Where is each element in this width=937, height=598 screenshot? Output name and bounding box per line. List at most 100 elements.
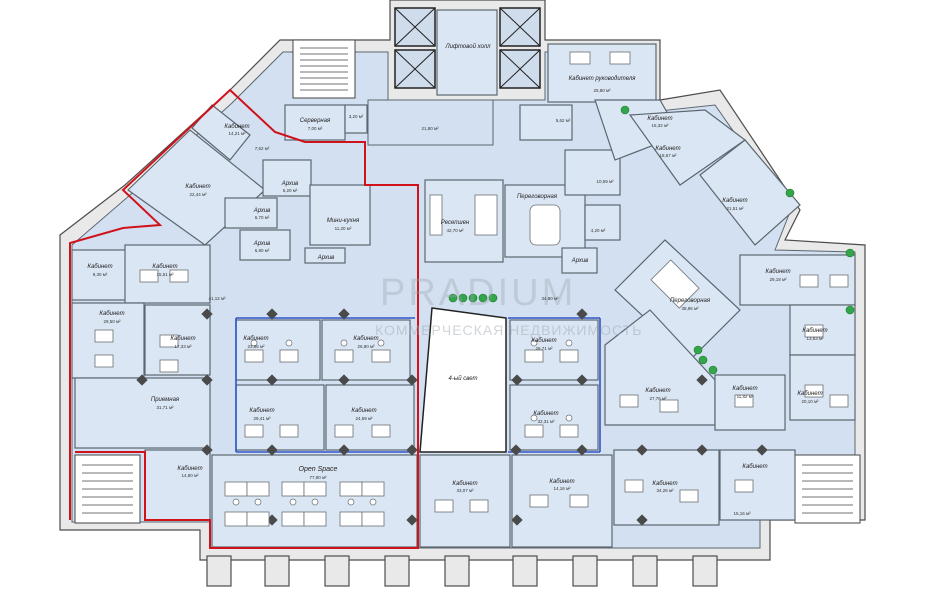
area-reception-room: 31,71 м² [156, 405, 174, 410]
stairs-north [292, 39, 356, 99]
room-ne-office3 [699, 139, 801, 246]
area-s-office1: 14,90 м² [181, 473, 199, 478]
area-archive1: 5,20 м² [283, 188, 298, 193]
area-nw-office-small2: 7,52 м² [255, 146, 270, 151]
label-meeting2: Переговорная [670, 298, 711, 304]
label-open-space: Open Space [299, 466, 338, 473]
area-e-office1: 29,18 м² [769, 277, 787, 282]
area-corr-mid: 34,80 м² [541, 296, 559, 301]
label-archive2: Архив [253, 208, 271, 214]
area-c-office1: 23,66 м² [247, 344, 265, 349]
room-archive5 [561, 247, 598, 274]
area-w-office3: 29,50 м² [103, 319, 121, 324]
watermark-brand: PRADIUM [380, 272, 576, 314]
room-east-area2 [584, 204, 621, 241]
label-w-office4: Кабинет [170, 336, 195, 342]
room-wc-top [519, 104, 573, 141]
area-ne-office2: 18,67 м² [659, 153, 677, 158]
area-s-office4: 34,26 м² [656, 488, 674, 493]
label-e-office1: Кабинет [765, 269, 790, 275]
area-c-office6: 32,31 м² [537, 419, 555, 424]
label-s-office3: Кабинет [549, 479, 574, 485]
tenant-boundary-line [69, 88, 419, 549]
label-archive4: Архив [317, 255, 335, 261]
room-archive3 [239, 229, 291, 261]
area-e-office3: 20,10 м² [801, 399, 819, 404]
room-s-office3 [511, 454, 613, 548]
area-corridor-top: 21,80 м² [421, 126, 439, 131]
room-labels: Лифтовой холл Серверная 7,00 м² 3,20 м² … [87, 43, 827, 516]
room-east-area1 [564, 149, 621, 196]
lift-shafts [394, 7, 541, 89]
area-e-office5: 11,82 м² [737, 394, 754, 399]
watermark-tagline: КОММЕРЧЕСКАЯ НЕДВИЖИМОСТЬ [375, 322, 642, 338]
room-archive2 [224, 197, 278, 229]
area-wc-top: 5,62 м² [556, 118, 571, 123]
label-c-office5: Кабинет [531, 338, 556, 344]
label-e-office2: Кабинет [802, 328, 827, 334]
label-archive3: Архив [253, 241, 271, 247]
area-mini-kitchen: 11,20 м² [335, 226, 352, 231]
area-c-office3: 29,41 м² [253, 416, 271, 421]
area-s-office2: 33,07 м² [456, 488, 474, 493]
label-w-office3: Кабинет [99, 311, 124, 317]
label-head-office: Кабинет руководителя [569, 76, 637, 82]
room-w-office2 [124, 244, 211, 304]
label-archive1: Архив [281, 181, 299, 187]
area-ne-office3: 21,51 м² [726, 206, 744, 211]
room-e-office1 [739, 254, 856, 306]
area-c-office5: 26,71 м² [535, 346, 553, 351]
label-nw-office-big: Кабинет [185, 184, 210, 190]
area-w-office2: 15,51 м² [156, 272, 174, 277]
room-reception-room [74, 377, 211, 449]
area-archive2: 6,70 м² [255, 215, 270, 220]
label-c-office2: Кабинет [353, 336, 378, 342]
label-meeting1: Переговорная [517, 194, 558, 200]
label-c-office3: Кабинет [249, 408, 274, 414]
label-c-office4: Кабинет [351, 408, 376, 414]
area-nw-office-small: 14,21 м² [228, 131, 246, 136]
area-w-office4: 17,33 м² [174, 344, 192, 349]
furniture [94, 51, 849, 527]
room-s-office5 [719, 449, 796, 521]
label-ne-office3: Кабинет [722, 198, 747, 204]
area-east-area1: 10,59 м² [596, 179, 614, 184]
room-c-office4 [325, 384, 415, 451]
label-c-office1: Кабинет [243, 336, 268, 342]
label-ne-office1: Кабинет [647, 116, 672, 122]
label-c-office6: Кабинет [533, 411, 558, 417]
room-w-office1 [71, 249, 128, 301]
area-ne-office1: 16,32 м² [651, 123, 669, 128]
area-head-office: 25,80 м² [593, 88, 611, 93]
room-head-office [547, 43, 657, 103]
facade-piers [206, 555, 718, 587]
area-meeting2: 38,96 м² [681, 306, 699, 311]
label-s-office2: Кабинет [452, 481, 477, 487]
room-archive4 [304, 247, 346, 264]
room-mini-kitchen [309, 184, 371, 246]
area-s-office5: 15,16 м² [733, 511, 751, 516]
label-atrium: 4-ый свет [448, 375, 477, 382]
area-c-office4: 24,59 м² [355, 416, 373, 421]
area-east-area2: 4,20 м² [591, 228, 606, 233]
area-reception: 42,70 м² [446, 228, 464, 233]
label-s-office1: Кабинет [177, 466, 202, 472]
label-w-office2: Кабинет [152, 264, 177, 270]
label-s-office5: Кабинет [742, 464, 767, 470]
label-lift-hall: Лифтовой холл [445, 43, 492, 50]
area-e-office2: 13,63 м² [806, 336, 824, 341]
label-server: Серверная [300, 118, 331, 124]
room-s-office2 [419, 454, 511, 548]
label-reception: Ресепшен [441, 220, 470, 226]
stairs-southeast [794, 454, 861, 524]
label-nw-office-small: Кабинет [224, 124, 249, 130]
room-small-top [344, 104, 368, 134]
label-e-office4: Кабинет [645, 388, 670, 394]
label-ne-office2: Кабинет [655, 146, 680, 152]
watermark: PRADIUM КОММЕРЧЕСКАЯ НЕДВИЖИМОСТЬ [375, 272, 642, 338]
area-open-space: 77,90 м² [309, 475, 327, 480]
label-mini-kitchen: Мини-кухня [327, 218, 360, 224]
corridor-top [367, 99, 494, 146]
label-archive5: Архив [571, 258, 589, 264]
